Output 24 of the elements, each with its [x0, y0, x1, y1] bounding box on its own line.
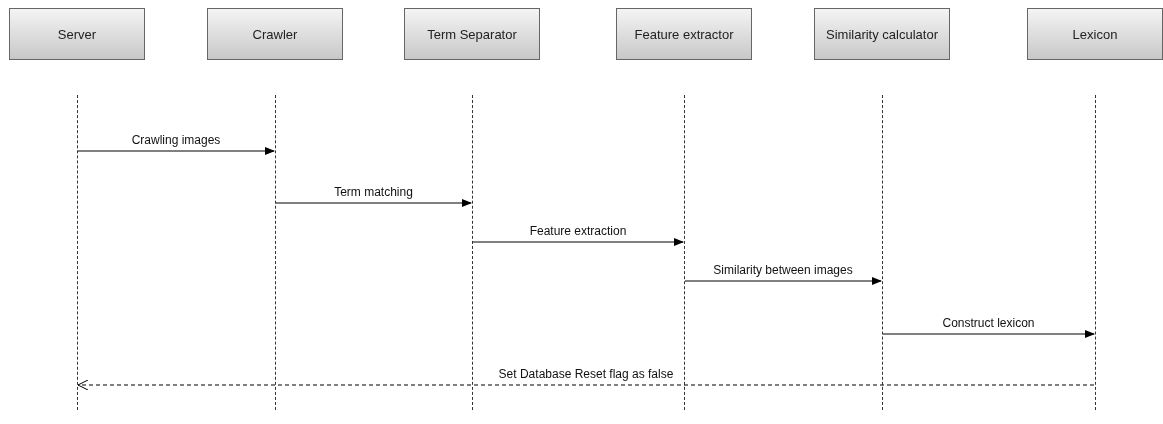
lifeline [77, 95, 78, 410]
participant-box: Similarity calculator [814, 8, 950, 60]
return-arrow [77, 379, 1095, 391]
participant-box: Term Separator [404, 8, 540, 60]
message-arrow [472, 238, 684, 246]
participant-box: Server [9, 8, 145, 60]
participant-box: Crawler [207, 8, 343, 60]
edge-label: Construct lexicon [940, 316, 1037, 330]
lifeline [275, 95, 276, 410]
lifeline [882, 95, 883, 410]
participant-box: Lexicon [1027, 8, 1163, 60]
edge-label: Set Database Reset flag as false [497, 367, 675, 381]
lifeline [472, 95, 473, 410]
edge-label: Similarity between images [711, 263, 855, 277]
lifeline [684, 95, 685, 410]
edge-label: Feature extraction [527, 224, 629, 238]
message-arrow [684, 277, 882, 285]
edge-label: Term matching [332, 185, 415, 199]
message-arrow [275, 199, 472, 207]
message-arrow [882, 330, 1095, 338]
message-arrow [77, 147, 275, 155]
lifeline [1095, 95, 1096, 410]
edge-label: Crawling images [129, 133, 223, 147]
participant-box: Feature extractor [616, 8, 752, 60]
